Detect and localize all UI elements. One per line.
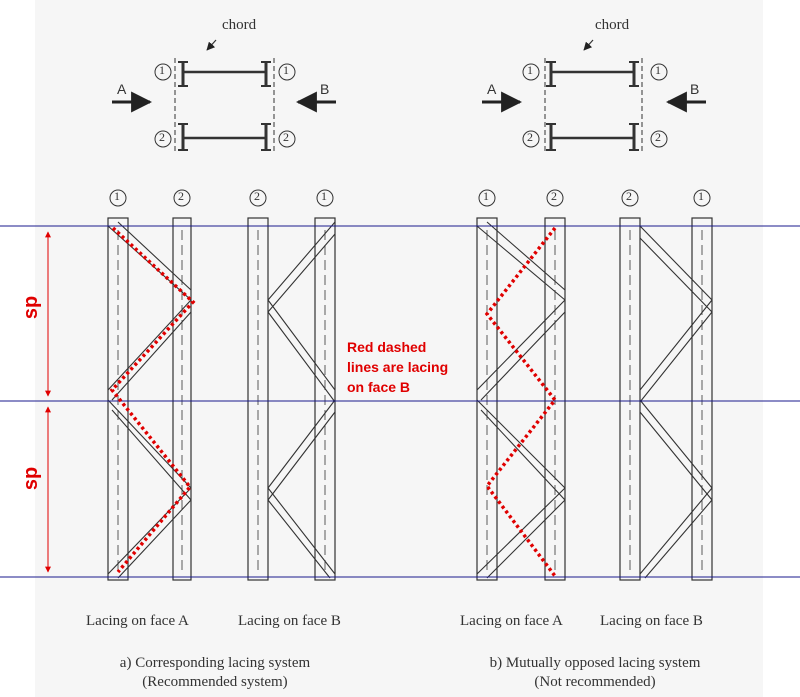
column-marker: 2 bbox=[551, 189, 557, 203]
column-marker-circle bbox=[693, 189, 711, 207]
column-marker: 1 bbox=[321, 189, 327, 203]
chord-pointer-left bbox=[206, 39, 217, 51]
face-b-label-right: B bbox=[690, 81, 700, 97]
annotation-line: lines are lacing bbox=[347, 359, 449, 375]
face-a-caption-right: Lacing on face A bbox=[460, 613, 563, 629]
caption-b: b) Mutually opposed lacing system (Not r… bbox=[455, 654, 735, 692]
chord-number: 2 bbox=[159, 130, 165, 144]
chord-label-right: chord bbox=[595, 17, 630, 33]
column-marker: 2 bbox=[178, 189, 184, 203]
annotation-line: Red dashed bbox=[347, 339, 427, 355]
chord-number: 1 bbox=[159, 63, 165, 77]
caption-a-subtitle: (Recommended system) bbox=[142, 674, 288, 690]
spacing-label-lower: sp bbox=[20, 466, 43, 491]
column-marker-circle bbox=[478, 189, 496, 207]
guide-lines bbox=[0, 225, 800, 578]
face-b-label-left: B bbox=[320, 81, 330, 97]
column-marker: 1 bbox=[483, 189, 489, 203]
column-marker-circle bbox=[249, 189, 267, 207]
caption-b-title: b) Mutually opposed lacing system bbox=[489, 655, 701, 671]
column-marker: 1 bbox=[114, 189, 120, 203]
face-b-caption-left: Lacing on face B bbox=[238, 613, 341, 629]
chord-pointer-right bbox=[583, 39, 594, 51]
column-marker: 1 bbox=[698, 189, 704, 203]
face-a-label-right: A bbox=[487, 81, 497, 97]
chord-number: 2 bbox=[283, 130, 289, 144]
column-marker-circle bbox=[621, 189, 639, 207]
column-marker-circle bbox=[109, 189, 127, 207]
face-b-lacing-overlay bbox=[109, 226, 558, 578]
column-marker: 2 bbox=[626, 189, 632, 203]
section-view-left bbox=[112, 39, 336, 154]
caption-b-subtitle: (Not recommended) bbox=[534, 674, 656, 690]
chord-number: 2 bbox=[655, 130, 661, 144]
column-marker: 2 bbox=[254, 189, 260, 203]
face-a-caption-left: Lacing on face A bbox=[86, 613, 189, 629]
chord-number: 1 bbox=[527, 63, 533, 77]
face-a-label-left: A bbox=[117, 81, 127, 97]
section-view-right bbox=[482, 39, 706, 154]
column-marker-circle bbox=[316, 189, 334, 207]
chord-members bbox=[107, 217, 713, 581]
spacing-label-upper: sp bbox=[20, 295, 43, 320]
chord-number: 1 bbox=[283, 63, 289, 77]
annotation-line: on face B bbox=[347, 379, 411, 395]
lacing-bars bbox=[107, 221, 713, 579]
chord-label-left: chord bbox=[222, 17, 257, 33]
chord-number: 1 bbox=[655, 63, 661, 77]
face-b-caption-right: Lacing on face B bbox=[600, 613, 703, 629]
column-marker-circle bbox=[173, 189, 191, 207]
caption-a-title: a) Corresponding lacing system bbox=[119, 655, 311, 671]
column-marker-circle bbox=[546, 189, 564, 207]
caption-a: a) Corresponding lacing system (Recommen… bbox=[90, 654, 340, 692]
chord-number: 2 bbox=[527, 130, 533, 144]
face-b-annotation: Red dashed lines are lacing on face B bbox=[347, 337, 448, 397]
